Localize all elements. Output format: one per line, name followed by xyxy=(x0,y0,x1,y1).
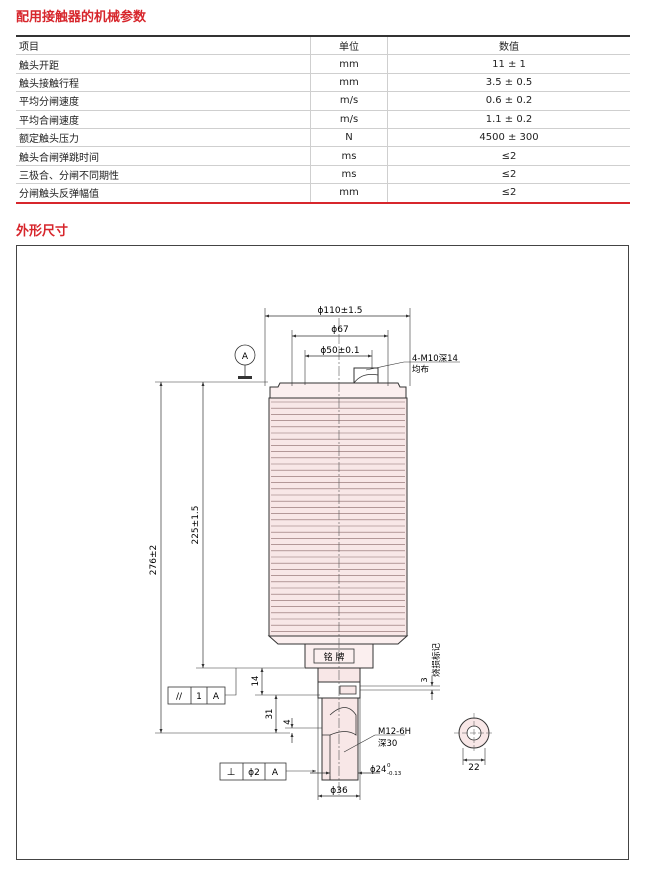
cell-value: 4500 ± 300 xyxy=(387,128,630,148)
dim-d24-lower: -0.13 xyxy=(387,771,402,777)
cell-item: 触头接触行程 xyxy=(16,73,311,93)
cell-item: 三极合、分闸不同期性 xyxy=(16,165,311,185)
table-header-row: 项目 单位 数值 xyxy=(16,35,630,56)
dim-276: 276±2 xyxy=(149,545,159,575)
section-title-dimensions: 外形尺寸 xyxy=(16,224,69,239)
burn-mark-label: 烧损标记 xyxy=(431,643,442,678)
dim-d36: ϕ36 xyxy=(330,786,348,796)
header-value: 数值 xyxy=(387,35,630,56)
cell-item: 平均分闸速度 xyxy=(16,91,311,111)
top-thread-spec-2: 均布 xyxy=(412,364,429,375)
bellows-body xyxy=(268,397,408,637)
fcf2-value: ϕ2 xyxy=(248,768,260,778)
cell-unit: m/s xyxy=(310,110,388,129)
fcf2-datum: A xyxy=(272,768,279,778)
dim-d67: ϕ67 xyxy=(331,325,348,335)
dim-225: 225±1.5 xyxy=(191,505,201,544)
fcf1-datum: A xyxy=(213,692,220,702)
datum-a-label: A xyxy=(242,352,249,362)
dim-d24: ϕ24 xyxy=(370,765,386,775)
cell-value: 1.1 ± 0.2 xyxy=(387,110,630,129)
top-thread-spec: 4-M10深14 xyxy=(412,354,458,364)
drawing-frame xyxy=(16,245,629,860)
fcf1-symbol: // xyxy=(176,692,183,702)
dim-3: 3 xyxy=(420,677,429,682)
dim-4: 4 xyxy=(283,719,293,724)
dim-d50: ϕ50±0.1 xyxy=(320,346,359,356)
dim-d24-upper: 0 xyxy=(387,763,391,769)
cell-item: 分闸触头反弹幅值 xyxy=(16,183,311,204)
top-cap xyxy=(269,382,407,399)
cell-unit: mm xyxy=(310,54,388,74)
cell-unit: m/s xyxy=(310,91,388,111)
bottom-cap xyxy=(267,635,409,645)
bottom-thread-depth: 深30 xyxy=(378,739,397,749)
header-item: 项目 xyxy=(16,35,311,56)
section-title-parameters: 配用接触器的机械参数 xyxy=(16,10,147,25)
fcf-perpendicularity: ⊥ ϕ2 A xyxy=(219,762,316,781)
stem-end-view: 22 xyxy=(454,713,494,773)
cell-item: 触头合闸弹跳时间 xyxy=(16,146,311,166)
cell-value: ≤2 xyxy=(387,183,630,204)
fcf-parallelism: // 1 A xyxy=(167,668,237,705)
cell-value: 11 ± 1 xyxy=(387,54,630,74)
dim-14: 14 xyxy=(251,676,261,687)
cell-value: ≤2 xyxy=(387,146,630,166)
bottom-thread-spec: M12-6H xyxy=(378,727,411,737)
header-unit: 单位 xyxy=(310,35,388,56)
cell-unit: mm xyxy=(310,183,388,204)
dim-22: 22 xyxy=(468,763,479,773)
cell-value: 3.5 ± 0.5 xyxy=(387,73,630,93)
bellows-ribs xyxy=(271,401,405,632)
fcf1-value: 1 xyxy=(196,692,202,702)
cell-value: ≤2 xyxy=(387,165,630,185)
dim-d110: ϕ110±1.5 xyxy=(318,306,363,316)
cell-value: 0.6 ± 0.2 xyxy=(387,91,630,111)
cell-item: 平均合闸速度 xyxy=(16,110,311,129)
top-thread-hole xyxy=(353,367,379,383)
stem xyxy=(321,697,359,781)
cell-unit: N xyxy=(310,128,388,148)
cell-item: 触头开距 xyxy=(16,54,311,74)
cell-unit: mm xyxy=(310,73,388,93)
cell-unit: ms xyxy=(310,146,388,166)
cell-item: 额定触头压力 xyxy=(16,128,311,148)
cell-unit: ms xyxy=(310,165,388,185)
dim-31: 31 xyxy=(265,709,275,720)
fcf2-symbol: ⊥ xyxy=(227,767,236,778)
nameplate-label: 铭 牌 xyxy=(324,651,345,663)
